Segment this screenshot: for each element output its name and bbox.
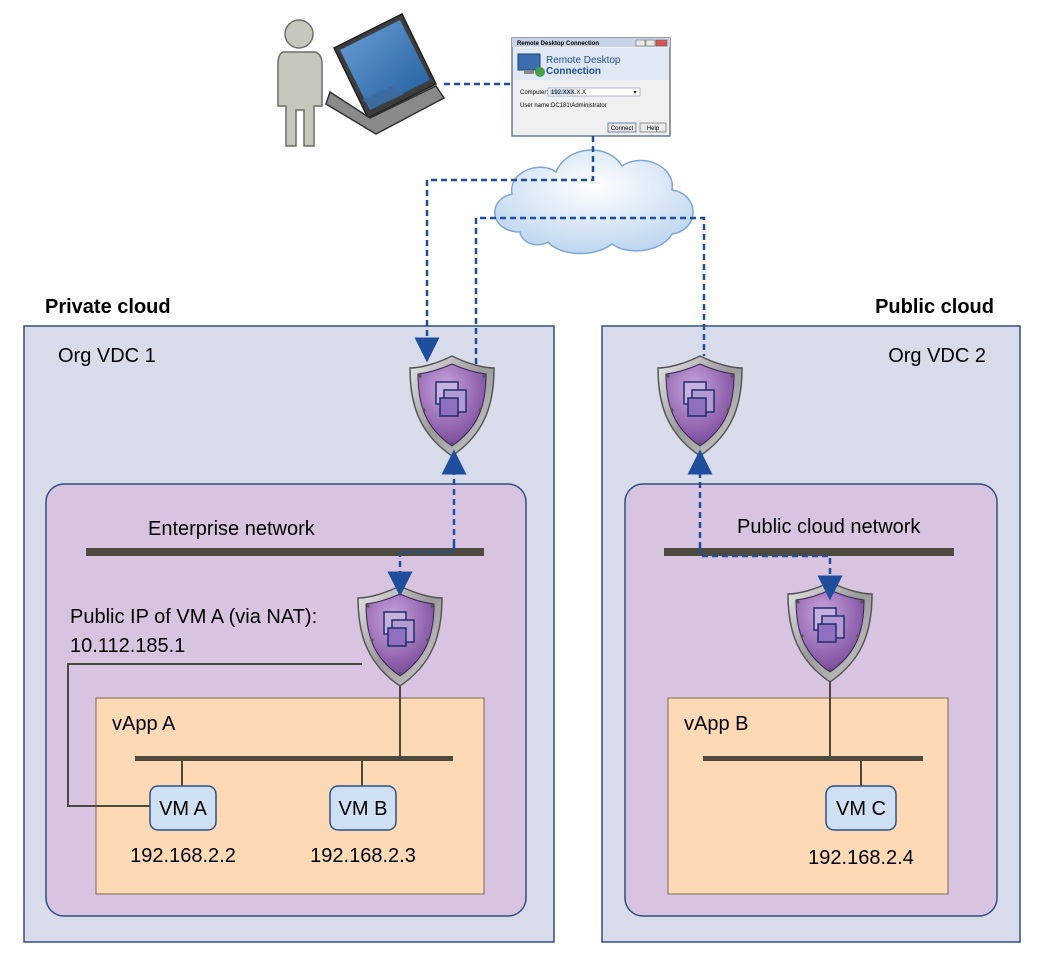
- vapp-a-network-bar: [135, 756, 453, 761]
- public-cloud-network-bar: [664, 548, 954, 556]
- rdc-computer-field[interactable]: [547, 87, 641, 97]
- vm-b[interactable]: VM B: [329, 785, 397, 831]
- vapp-b-network-bar: [703, 756, 923, 761]
- rdc-help-button[interactable]: [639, 122, 667, 133]
- rdc-heading-line2: Connection: [546, 66, 601, 77]
- vm-b-ip: 192.168.2.3: [310, 845, 416, 867]
- laptop-icon: [325, 12, 446, 135]
- rdc-computer-value: 192.XXX.X.X: [551, 90, 586, 96]
- network-to-vapp-a-edge-arrow: [387, 545, 456, 597]
- nat-label-line2: 10.112.185.1: [70, 635, 185, 657]
- vm-a-label: VM A: [159, 798, 207, 820]
- vapp-b-box: [667, 697, 949, 895]
- rdc-monitor-icon: [517, 53, 545, 77]
- network-to-vapp-b-edge-arrow: [698, 548, 843, 601]
- edge-1-to-edge-2-link: [474, 216, 706, 364]
- nat-label-line1: Public IP of VM A (via NAT):: [70, 606, 317, 628]
- enterprise-network-bar: [86, 548, 484, 556]
- shield-icon-edge-2[interactable]: [657, 355, 743, 457]
- user-person-icon: [277, 19, 323, 147]
- rdc-help-label: Help: [647, 126, 660, 132]
- rdc-heading-line1: Remote Desktop: [546, 55, 621, 66]
- shield-icon-vapp-a[interactable]: [357, 585, 443, 687]
- shield-icon-edge-1[interactable]: [409, 355, 495, 457]
- rdc-to-edge-1-link: [414, 136, 595, 363]
- enterprise-network-label: Enterprise network: [148, 518, 316, 540]
- vapp-a-label: vApp A: [112, 713, 176, 735]
- shield-icon-vapp-b[interactable]: [787, 581, 873, 683]
- org-vdc-1-label: Org VDC 1: [58, 345, 156, 367]
- vm-b-label: VM B: [339, 798, 388, 820]
- rdc-user-value: DC181\Administrator: [551, 103, 607, 109]
- rdc-connect-label: Connect: [611, 126, 634, 132]
- rdc-user-label: User name:: [520, 103, 551, 109]
- rdc-connect-button[interactable]: [607, 122, 637, 133]
- vm-a-ip: 192.168.2.2: [130, 845, 236, 867]
- chevron-down-icon[interactable]: ▾: [633, 90, 636, 96]
- internet-cloud-icon: [494, 149, 694, 255]
- rdc-titlebar: Remote Desktop Connection: [517, 41, 599, 47]
- rdc-computer-label: Computer:: [520, 90, 548, 96]
- public-cloud-label: Public cloud: [875, 296, 994, 318]
- vm-c[interactable]: VM C: [825, 785, 897, 831]
- vm-c-ip: 192.168.2.4: [808, 847, 914, 869]
- rdc-window[interactable]: Remote Desktop Connection Remote Desktop…: [511, 37, 671, 137]
- maximize-icon[interactable]: [645, 39, 656, 47]
- nat-mapping-wire: [67, 663, 362, 807]
- org-vdc-2-label: Org VDC 2: [888, 345, 986, 367]
- vm-a[interactable]: VM A: [149, 785, 217, 831]
- public-cloud-network-label: Public cloud network: [737, 516, 921, 538]
- close-icon[interactable]: [655, 39, 668, 47]
- private-cloud-label: Private cloud: [45, 296, 171, 318]
- vapp-b-label: vApp B: [684, 713, 748, 735]
- minimize-icon[interactable]: [635, 39, 646, 47]
- vm-c-label: VM C: [836, 798, 886, 820]
